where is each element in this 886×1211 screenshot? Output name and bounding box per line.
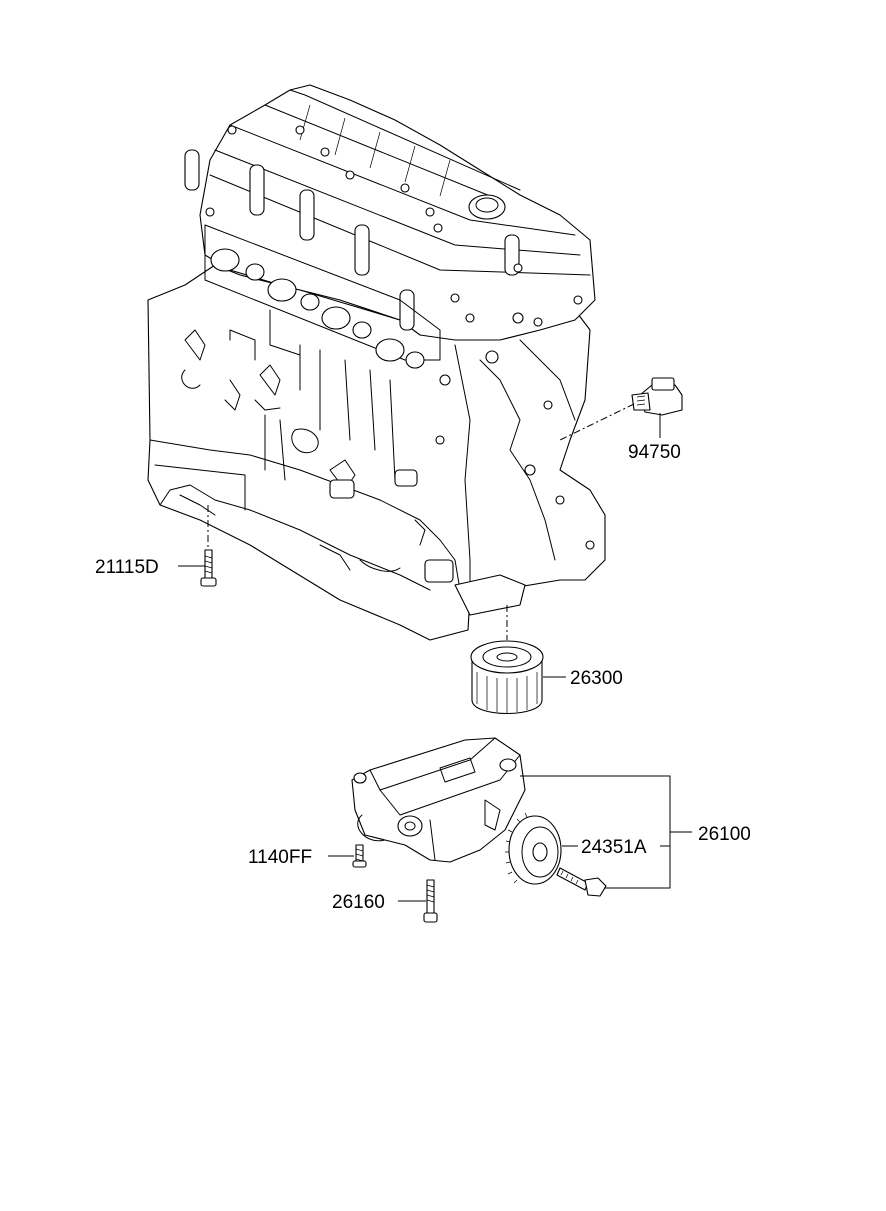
- engine-assembly-drawing: [147, 84, 606, 641]
- bolt-1140ff-drawing: [352, 844, 367, 868]
- part-number-26160: 26160: [332, 892, 385, 913]
- oil-filter-drawing: [470, 605, 544, 714]
- bolt-26160-drawing: [423, 879, 438, 923]
- part-number-94750: 94750: [628, 442, 681, 463]
- pump-bolt-drawing: [556, 867, 607, 897]
- part-number-1140ff: 1140FF: [248, 847, 312, 868]
- oil-pump-drawing: [351, 737, 526, 863]
- part-number-26100: 26100: [698, 824, 751, 845]
- part-number-26300: 26300: [570, 668, 623, 689]
- part-number-21115d: 21115D: [95, 557, 159, 578]
- bolt-21115d-drawing: [200, 505, 217, 587]
- gear-24351a-drawing: [505, 812, 562, 885]
- oil-pressure-switch-drawing: [631, 377, 683, 416]
- part-number-24351a: 24351A: [581, 837, 647, 858]
